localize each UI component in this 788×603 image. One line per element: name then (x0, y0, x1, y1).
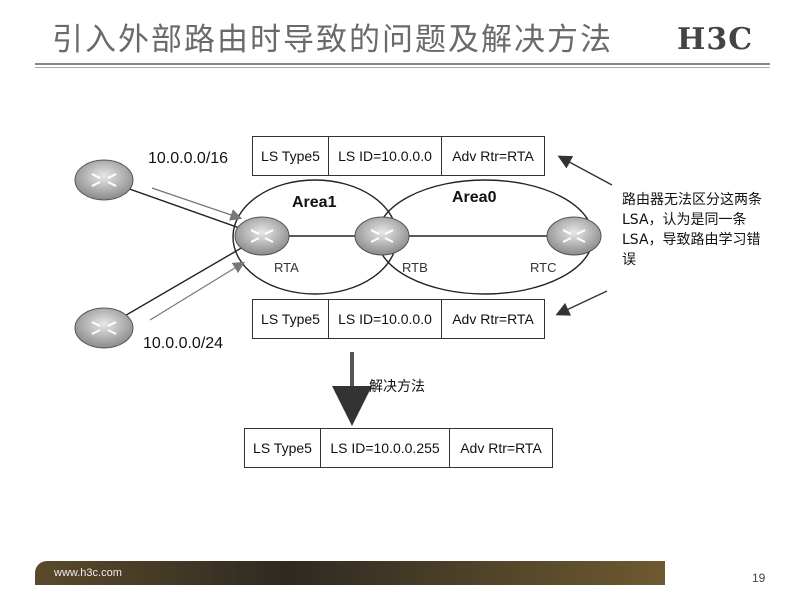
router-rta-label: RTA (274, 260, 299, 275)
footer-url[interactable]: www.h3c.com (54, 567, 122, 579)
lsa-box-middle: LS Type5 LS ID=10.0.0.0 Adv Rtr=RTA (252, 299, 545, 339)
network-label-top: 10.0.0.0/16 (148, 150, 229, 167)
pointer-bottom (555, 290, 608, 316)
router-ext2-icon (74, 307, 134, 349)
lsa-type: LS Type5 (253, 137, 329, 175)
router-rta-icon (234, 216, 290, 256)
lsa-type: LS Type5 (245, 429, 321, 467)
lsa-id: LS ID=10.0.0.0 (329, 137, 442, 175)
lsa-box-solution: LS Type5 LS ID=10.0.0.255 Adv Rtr=RTA (244, 428, 553, 468)
router-rtb-icon (354, 216, 410, 256)
lsa-id: LS ID=10.0.0.0 (329, 300, 442, 338)
lsa-box-top: LS Type5 LS ID=10.0.0.0 Adv Rtr=RTA (252, 136, 545, 176)
lsa-id: LS ID=10.0.0.255 (321, 429, 450, 467)
route-arrow-bottom (149, 261, 246, 321)
route-arrow-top (151, 187, 243, 221)
router-rtc-label: RTC (530, 260, 557, 275)
area1-label: Area1 (292, 194, 337, 211)
solution-label: 解决方法 (369, 379, 425, 395)
slide-title: 引入外部路由时导致的问题及解决方法 (52, 22, 613, 58)
router-rtb-label: RTB (402, 260, 428, 275)
area0-label: Area0 (452, 189, 497, 206)
title-rule (35, 63, 770, 65)
network-label-bottom: 10.0.0.0/24 (143, 335, 224, 352)
footer-bar (35, 561, 665, 585)
lsa-adv-router: Adv Rtr=RTA (460, 440, 542, 456)
page-number: 19 (752, 571, 766, 585)
lsa-adv-router: Adv Rtr=RTA (452, 311, 534, 327)
router-rtc-icon (546, 216, 602, 256)
lsa-adv-router: Adv Rtr=RTA (452, 148, 534, 164)
title-rule-thin (35, 67, 770, 68)
problem-note: 路由器无法区分这两条LSA，认为是同一条LSA，导致路由学习错误 (622, 192, 762, 268)
lsa-type: LS Type5 (253, 300, 329, 338)
h3c-logo: H3C (677, 22, 754, 57)
link-ext2-rta (103, 235, 263, 329)
pointer-top (557, 155, 613, 186)
router-ext1-icon (74, 159, 134, 201)
